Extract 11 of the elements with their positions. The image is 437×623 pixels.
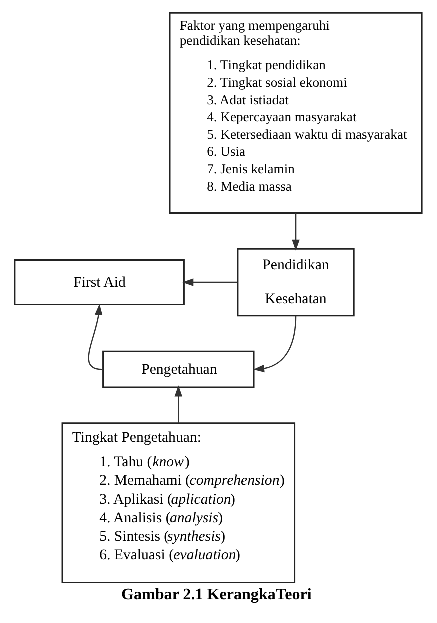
arrow xyxy=(292,213,300,251)
node-box: Pengetahuan xyxy=(102,350,255,388)
node-box: Pendidikan Kesehatan xyxy=(237,248,355,317)
arrow xyxy=(253,316,297,373)
arrow xyxy=(88,304,103,370)
node-box: First Aid xyxy=(14,259,185,306)
node-box: Tingkat Pengetahuan: 1. Tahu (know) 2. Memahami (comprehension) 3. Aplikasi (aplication) 4. Analisis (analysis) 5. Sintesis (synthesis) 6. Evaluasi (evaluation) xyxy=(62,422,296,584)
node-box: Faktor yang mempengaruhi pendidikan kesehatan: 1. Tingkat pendidikan 2. Tingkat sosial ekonomi 3. Adat istiadat 4. Kepercayaan masyarakat 5. Ketersediaan waktu di masyarakat 6. Usia 7. Jenis kelamin 8. Media massa xyxy=(169,12,423,214)
arrow xyxy=(182,278,238,286)
arrow xyxy=(174,386,183,424)
caption: Gambar 2.1 KerangkaTeori xyxy=(122,586,312,604)
